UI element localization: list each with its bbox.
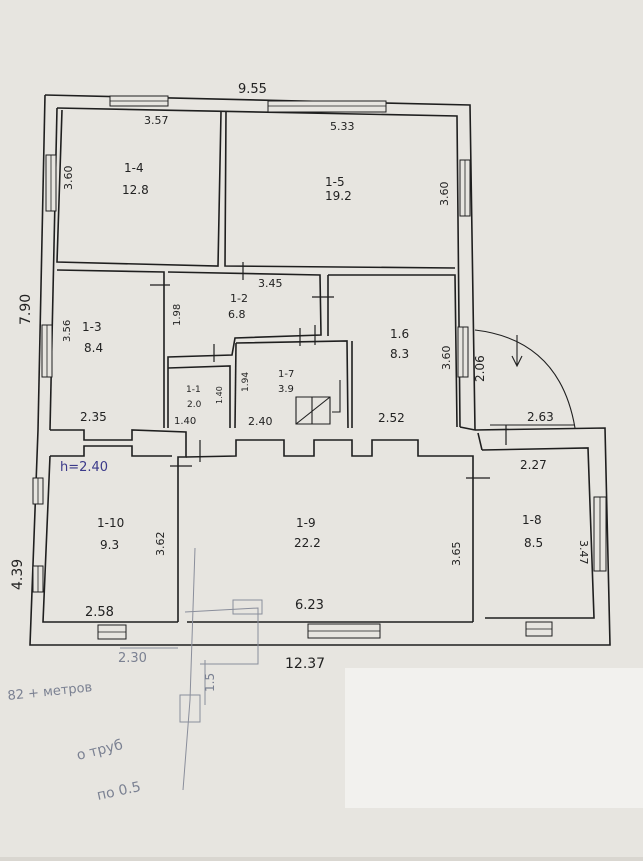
room-15: 1-5 19.2 5.33 3.60: [325, 120, 451, 206]
room-17-height: 1.94: [241, 372, 251, 392]
room-16-width: 2.52: [378, 411, 405, 425]
overall-dimensions: 9.55 12.37 7.90 4.39 h=2.40: [10, 82, 325, 672]
porch-width: 2.63: [527, 410, 554, 424]
room-17-id: 1-7: [278, 369, 294, 380]
room-13-outline: [56, 269, 165, 428]
pencil-line-a: [182, 547, 196, 791]
room-14-id: 1-4: [124, 161, 144, 175]
overall-left-height: 7.90: [18, 294, 34, 325]
outer-wall-top-right: [44, 94, 476, 431]
window-mullions: [37, 100, 601, 633]
room-18-id: 1-8: [522, 513, 542, 527]
room-13-width: 2.35: [80, 410, 107, 424]
room-14: 1-4 12.8 3.57 3.60: [62, 114, 169, 197]
porch-door-arc: [474, 329, 576, 429]
room-11-id: 1-1: [186, 385, 201, 395]
room-13-id: 1-3: [82, 320, 102, 334]
inner-wall-top-right: [56, 107, 461, 428]
room-13-height: 3.56: [62, 320, 73, 342]
room-19-height: 3.65: [450, 542, 463, 567]
walls: [29, 94, 611, 646]
room-17-outline: [235, 340, 349, 429]
room-14-area: 12.8: [122, 183, 149, 197]
overall-top-width: 9.55: [238, 82, 267, 97]
room-18-height: 3.47: [577, 540, 590, 565]
room-12: 1-2 6.8 3.45 1.98: [172, 277, 283, 326]
room-110-area: 9.3: [100, 538, 119, 552]
room-12-outline: [167, 271, 322, 428]
stair-symbol: [295, 380, 341, 425]
room-17-width: 2.40: [248, 415, 273, 428]
room-12-width: 3.45: [258, 277, 283, 290]
room-17-area: 3.9: [278, 384, 294, 395]
pencil-rect: [179, 694, 201, 723]
inner-wall-room-110: [42, 455, 178, 623]
room-15-outline: [224, 111, 456, 269]
room-19-width: 6.23: [295, 598, 324, 613]
overall-bottom-width: 12.37: [285, 656, 325, 672]
room-110-width: 2.58: [85, 605, 114, 620]
pencil-dim-b: 1.5: [203, 673, 217, 692]
window-top-15: [267, 100, 387, 113]
corridor-wall-right: [185, 439, 474, 622]
stair-diagonal: [295, 396, 331, 425]
room-14-height: 3.60: [62, 166, 75, 191]
inner-wall-room-18: [481, 447, 595, 619]
corridor-wall-left: [50, 429, 187, 622]
room-11-outline: [167, 365, 231, 428]
room-18-area: 8.5: [524, 536, 543, 550]
pencil-small-box: [232, 599, 263, 615]
room-16-area: 8.3: [390, 347, 409, 361]
overall-left-height-lower: 4.39: [10, 559, 26, 590]
room-11-width: 1.40: [174, 416, 196, 427]
wall-18-top-joint: [477, 432, 483, 451]
room-18-width: 2.27: [520, 458, 547, 472]
pencil-sketch: [120, 547, 263, 791]
room-11-area: 2.0: [187, 400, 202, 410]
room-13-area: 8.4: [84, 341, 103, 355]
room-110-top: [50, 445, 172, 457]
stair-outline: [295, 396, 331, 425]
room-13: 1-3 8.4 3.56 2.35: [62, 320, 107, 424]
room-18: 1-8 8.5 2.27 3.47: [520, 458, 590, 565]
room-14-width: 3.57: [144, 114, 169, 127]
room-15-id: 1-5: [325, 175, 345, 189]
pencil-dim-a: 2.30: [118, 651, 147, 666]
porch-depth: 2.06: [473, 355, 487, 382]
ceiling-height: h=2.40: [60, 460, 108, 475]
room-11: 1-1 2.0 1.40 1.40: [174, 385, 224, 427]
porch-dimensions: 2.63 2.06: [473, 355, 554, 424]
outer-wall-left-upper: [37, 94, 46, 431]
room-12-height: 1.98: [172, 304, 183, 326]
pencil-box: [184, 607, 259, 665]
room-110-id: 1-10: [97, 516, 124, 530]
room-14-outline: [56, 109, 222, 267]
room-110-height: 3.62: [154, 532, 167, 557]
stair-rail: [332, 380, 341, 413]
porch-arrow: [511, 355, 523, 368]
room-19-id: 1-9: [296, 516, 316, 530]
room-110: 1-10 9.3 3.62 2.58: [85, 516, 167, 620]
room-16: 1.6 8.3 3.60 2.52: [378, 327, 453, 425]
room-12-id: 1-2: [230, 292, 248, 305]
wall-17-left: [234, 342, 237, 429]
room-11-height: 1.40: [215, 386, 224, 404]
door-marks: [150, 262, 507, 479]
porch-door: [474, 329, 576, 429]
room-17: 1-7 3.9 1.94 2.40: [241, 369, 294, 428]
room-15-width: 5.33: [330, 120, 355, 133]
paper-overlay-sheet: [345, 668, 643, 808]
room-16-outline: [328, 274, 458, 428]
wall-joint: [459, 426, 476, 431]
room-16-id: 1.6: [390, 327, 409, 341]
room-19-area: 22.2: [294, 536, 321, 550]
room-15-area: 19.2: [325, 189, 352, 203]
room-19: 1-9 22.2 6.23 3.65: [294, 516, 463, 613]
room-16-height: 3.60: [440, 346, 453, 371]
room-15-height: 3.60: [438, 182, 451, 207]
room-12-area: 6.8: [228, 308, 246, 321]
